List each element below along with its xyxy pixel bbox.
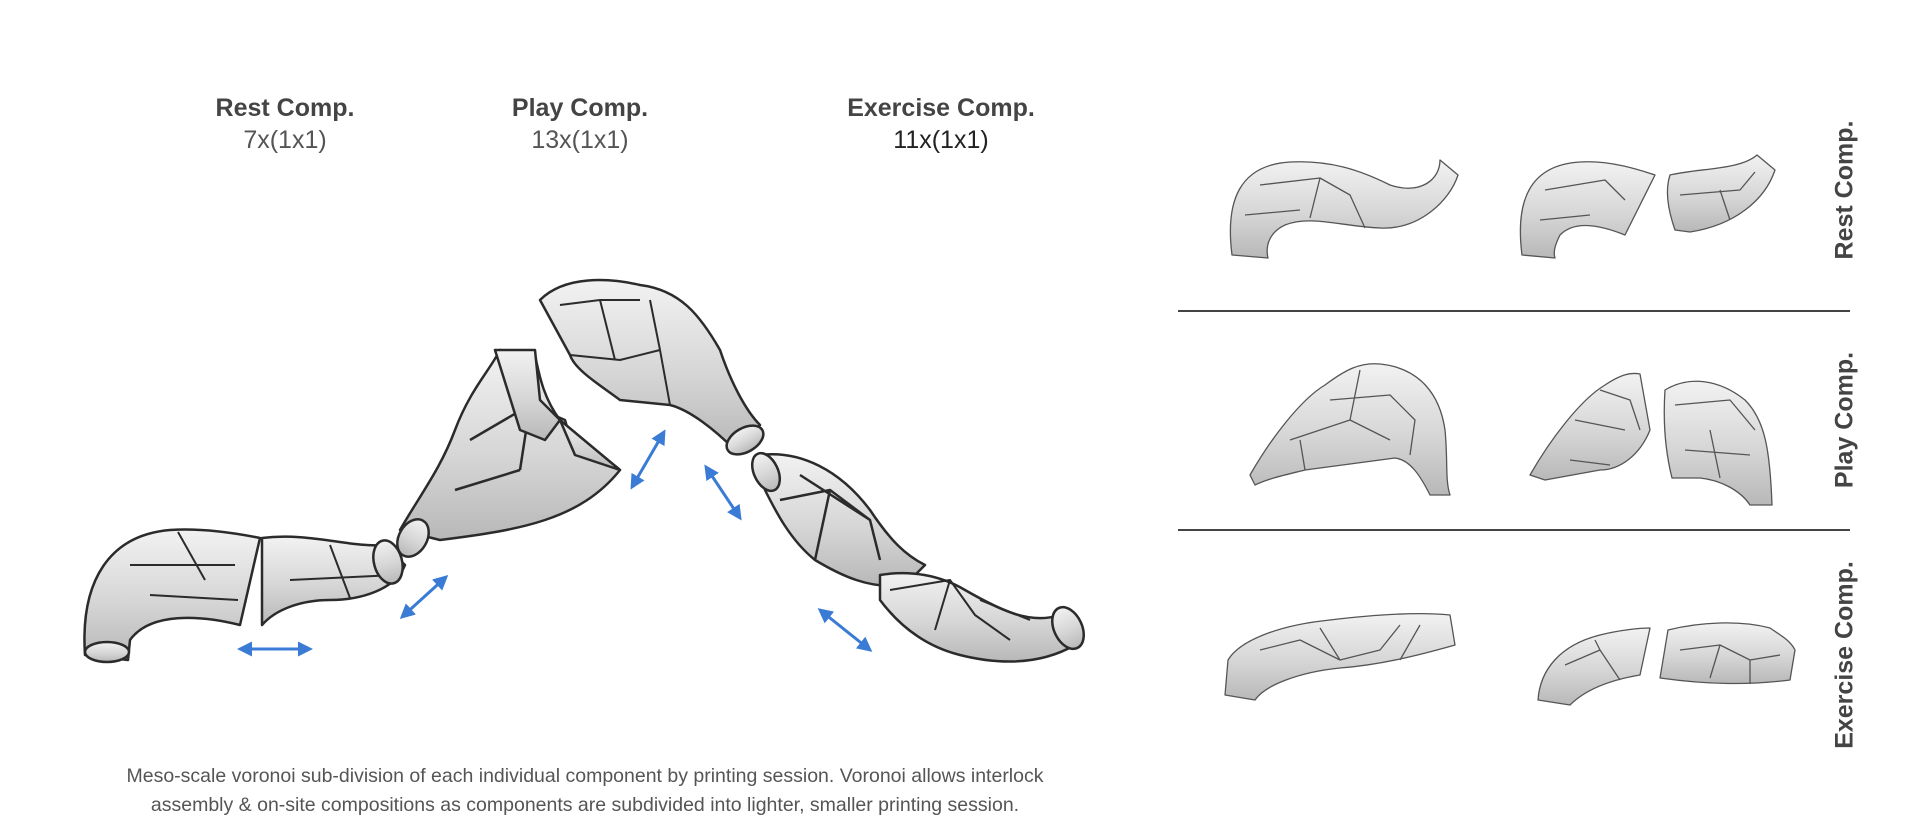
heading-rest-comp: Rest Comp. 7x(1x1) xyxy=(155,93,415,157)
heading-title: Play Comp. xyxy=(511,94,649,122)
figure-caption: Meso-scale voronoi sub-division of each … xyxy=(60,762,1110,820)
exploded-assembly xyxy=(83,278,1085,664)
heading-play-comp: Play Comp. 13x(1x1) xyxy=(450,93,710,157)
caption-line-2: assembly & on-site compositions as compo… xyxy=(150,794,1020,816)
heading-title: Rest Comp. xyxy=(215,94,355,122)
comparison-panel xyxy=(1178,154,1850,706)
rest-component-pieces xyxy=(83,528,407,664)
heading-exercise-comp: Exercise Comp. 11x(1x1) xyxy=(811,93,1071,157)
row-label-text: Play Comp. xyxy=(1830,351,1859,489)
heading-count: 7x(1x1) xyxy=(243,126,327,154)
arrow-play-exercise xyxy=(704,464,742,521)
heading-title: Exercise Comp. xyxy=(847,94,1035,122)
arrow-play-split xyxy=(630,429,666,490)
heading-count: 11x(1x1) xyxy=(893,126,989,154)
exercise-row-shapes xyxy=(1224,612,1796,706)
arrow-exercise-split xyxy=(817,608,873,652)
arrow-rest-play xyxy=(399,574,449,620)
play-row-shapes xyxy=(1249,363,1773,506)
heading-count: 13x(1x1) xyxy=(531,126,629,154)
exercise-component-pieces xyxy=(750,451,1085,663)
caption-line-1: Meso-scale voronoi sub-division of each … xyxy=(126,765,1044,787)
row-label-text: Rest Comp. xyxy=(1830,120,1859,260)
row-label-text: Exercise Comp. xyxy=(1830,561,1859,749)
assembly-arrows xyxy=(237,429,873,657)
play-component-pieces xyxy=(396,278,765,558)
rest-row-shapes xyxy=(1229,154,1776,259)
